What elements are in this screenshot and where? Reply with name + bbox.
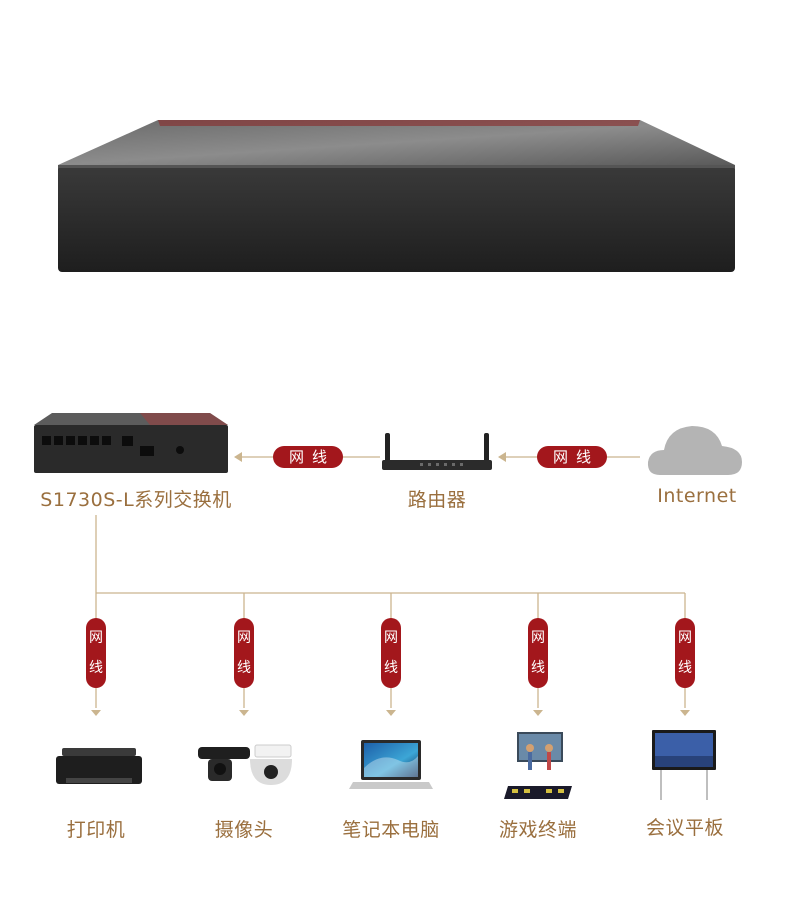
cable-label-game-terminal: 网 线	[528, 618, 548, 688]
cable-label-printer: 网 线	[86, 618, 106, 688]
cloud-icon	[647, 426, 742, 475]
printer-icon	[56, 748, 142, 784]
switch-icon	[34, 413, 228, 473]
device-label-meeting-board: 会议平板	[645, 817, 725, 839]
camera-icon	[198, 744, 292, 785]
internet-label: Internet	[657, 485, 737, 507]
meeting-board-icon	[652, 730, 716, 800]
cable-label-laptop: 网 线	[381, 618, 401, 688]
router-icon	[382, 433, 492, 470]
down-arrows	[91, 710, 690, 716]
switch-label: S1730S-L系列交换机	[40, 489, 232, 511]
cable-label-router-internet: 网线	[537, 446, 607, 468]
device-label-game-terminal: 游戏终端	[498, 819, 578, 841]
cable-label-camera: 网 线	[234, 618, 254, 688]
router-label: 路由器	[407, 489, 467, 511]
game-terminal-icon	[504, 732, 572, 799]
arrow-to-router	[498, 452, 506, 462]
laptop-icon	[349, 740, 433, 789]
arrow-to-switch	[234, 452, 242, 462]
device-label-printer: 打印机	[66, 819, 126, 841]
device-label-laptop: 笔记本电脑	[342, 819, 440, 841]
cable-label-meeting-board: 网 线	[675, 618, 695, 688]
switch-product-image	[58, 120, 735, 272]
cable-label-switch-router: 网线	[273, 446, 343, 468]
device-label-camera: 摄像头	[214, 819, 274, 841]
